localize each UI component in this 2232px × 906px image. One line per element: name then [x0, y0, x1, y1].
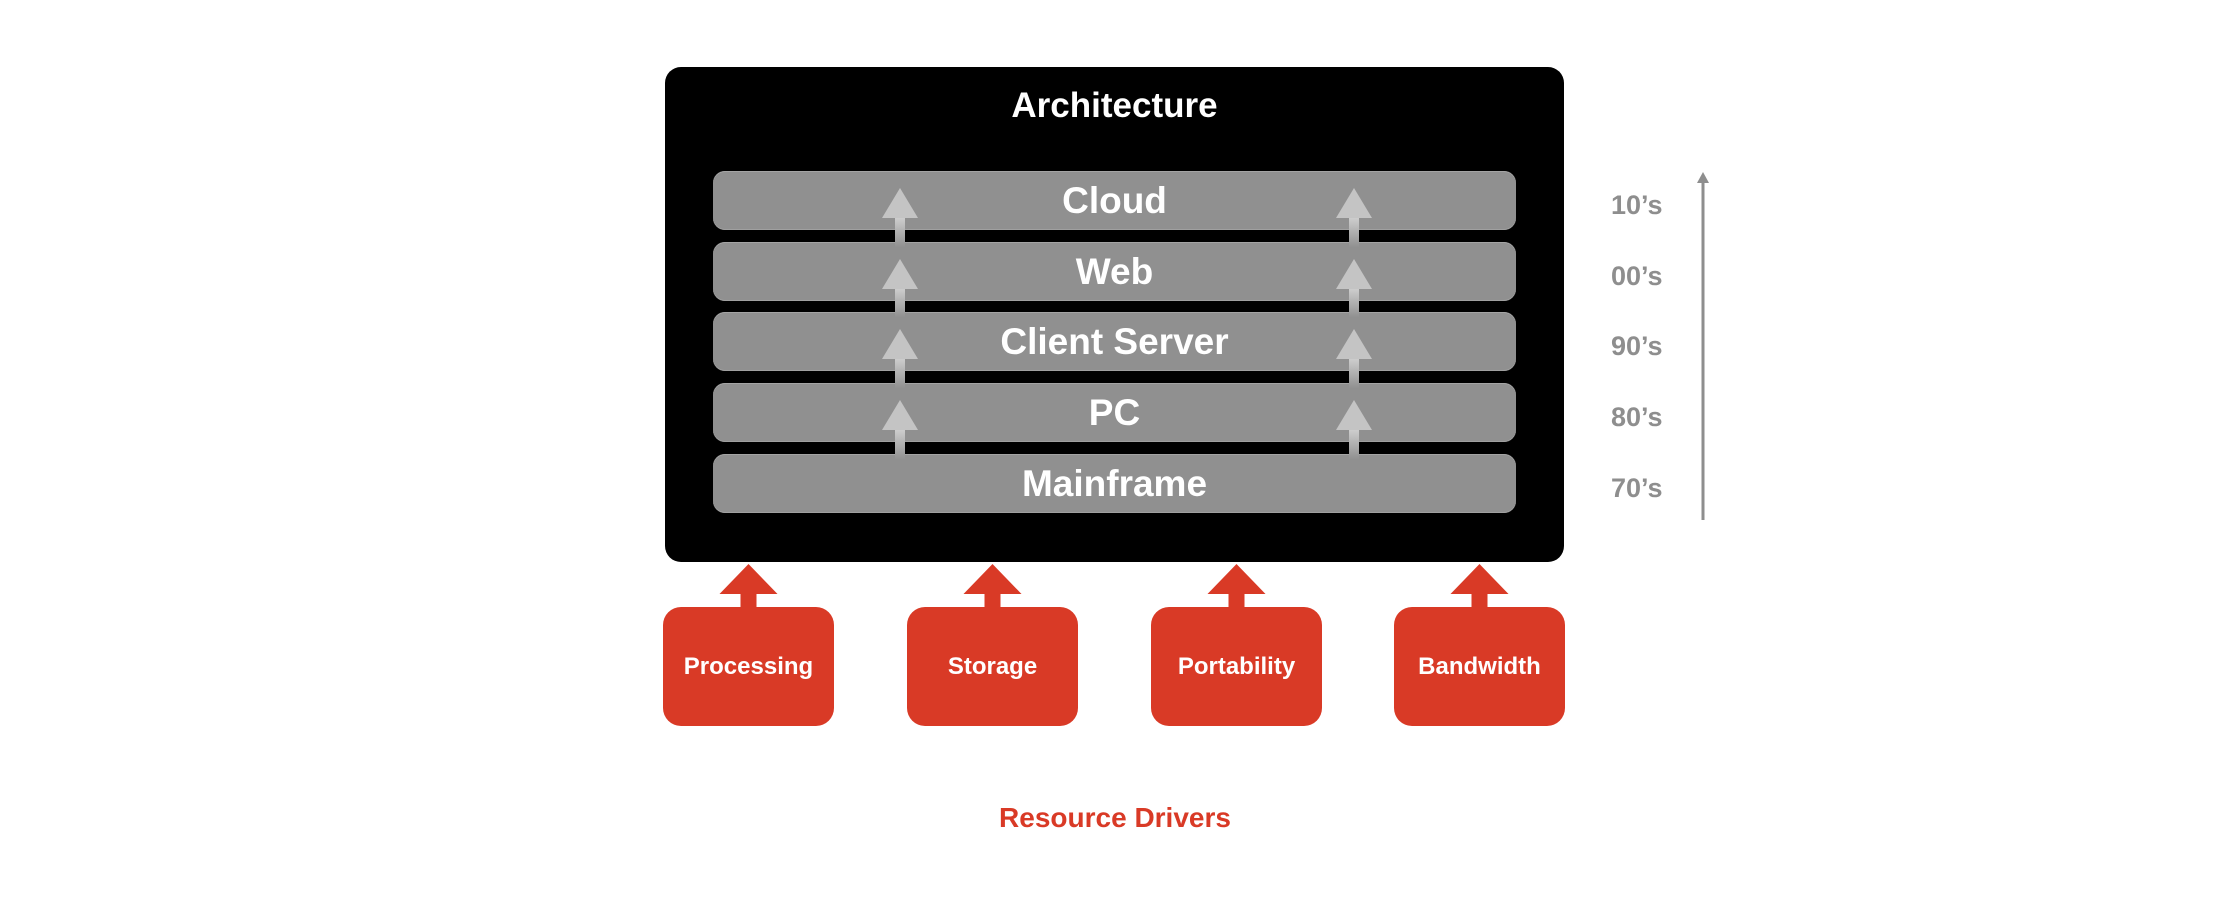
driver-portability: Portability	[1151, 607, 1322, 726]
timeline-arrow-icon	[1697, 172, 1709, 183]
arrow-head	[1207, 564, 1266, 594]
driver-arrow-icon	[1450, 564, 1509, 609]
layer-label: Web	[1075, 250, 1154, 292]
layer-label: Cloud	[1062, 179, 1167, 221]
era-label-1970s: 70’s	[1611, 473, 1663, 503]
layer-pc: PC	[713, 383, 1516, 442]
arrow-head	[719, 564, 778, 594]
driver-arrow-icon	[719, 564, 778, 609]
driver-bandwidth: Bandwidth	[1394, 607, 1565, 726]
era-label-2010s: 10’s	[1611, 190, 1663, 220]
driver-storage: Storage	[907, 607, 1078, 726]
layer-label: Mainframe	[1021, 462, 1208, 504]
era-label-2000s: 00’s	[1611, 261, 1663, 291]
layer-label: PC	[1088, 391, 1141, 433]
resource-drivers-caption: Resource Drivers	[999, 802, 1231, 833]
arrow-head	[963, 564, 1022, 594]
driver-arrow-icon	[1207, 564, 1266, 609]
driver-arrow-icon	[963, 564, 1022, 609]
driver-processing: Processing	[663, 607, 834, 726]
layer-web: Web	[713, 242, 1516, 301]
arrow-head	[1450, 564, 1509, 594]
era-label-1990s: 90’s	[1611, 331, 1663, 361]
layer-label: Client Server	[1000, 320, 1229, 362]
layer-client-server: Client Server	[713, 312, 1516, 371]
architecture-title: Architecture	[1011, 86, 1218, 125]
layer-cloud: Cloud	[713, 171, 1516, 230]
era-label-1980s: 80’s	[1611, 402, 1663, 432]
layer-mainframe: Mainframe	[713, 454, 1516, 513]
